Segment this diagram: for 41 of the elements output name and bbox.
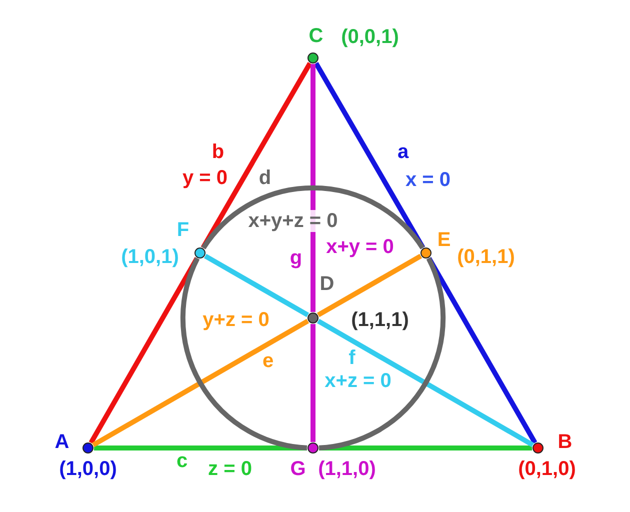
point-letter: G — [290, 459, 306, 479]
point-letter: A — [54, 432, 70, 452]
line-name: a — [397, 142, 409, 162]
line-segment — [314, 62, 426, 250]
coordinate-label: (0,1,1) — [457, 247, 515, 267]
circle-arc — [180, 257, 308, 450]
line-segment — [310, 324, 316, 442]
line-segment — [310, 64, 316, 312]
line-equation: x = 0 — [405, 170, 451, 190]
circle-arc — [318, 257, 446, 450]
coordinate-label: (1,1,0) — [318, 459, 376, 479]
line-name: g — [290, 248, 302, 268]
line-name: d — [258, 168, 272, 188]
circle-arc — [201, 186, 425, 250]
line-segment — [94, 446, 307, 450]
point-letter: F — [176, 220, 190, 240]
coordinate-label: (1,1,1) — [351, 310, 409, 330]
line-equation: y+z = 0 — [202, 310, 270, 330]
line-name: c — [176, 451, 188, 471]
line-name: b — [212, 142, 224, 162]
line-equation: x+y = 0 — [326, 237, 394, 257]
line-equation: x+z = 0 — [324, 371, 392, 391]
line-segment — [316, 254, 422, 318]
line-name: f — [348, 348, 356, 368]
line-segment — [92, 318, 310, 448]
point-letter: B — [558, 432, 572, 452]
line-equation: z = 0 — [208, 459, 252, 479]
line-equation: y = 0 — [182, 168, 228, 188]
line-name: e — [262, 351, 274, 371]
coordinate-label: (0,1,0) — [518, 459, 576, 479]
line-segment — [316, 318, 534, 448]
coordinate-label: (1,0,0) — [59, 459, 117, 479]
line-segment — [204, 254, 310, 318]
line-segment — [319, 446, 532, 450]
coordinate-label: (1,0,1) — [121, 247, 179, 267]
point-letter: D — [320, 274, 334, 294]
line-segment — [200, 62, 312, 250]
line-equation: x+y+z = 0 — [246, 210, 340, 232]
coordinate-label: (0,0,1) — [341, 27, 399, 47]
point-letter: C — [308, 26, 324, 46]
point-letter: E — [437, 230, 451, 250]
